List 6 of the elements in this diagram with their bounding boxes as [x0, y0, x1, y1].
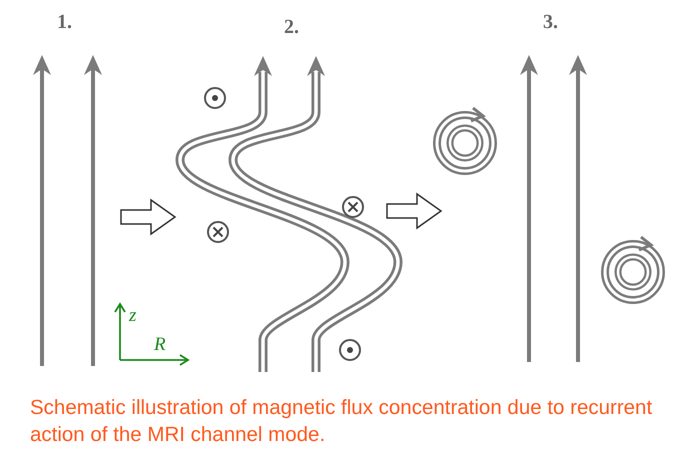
- axis-label: R: [154, 335, 166, 354]
- panel-number: 1.: [57, 12, 72, 32]
- panel-number: 2.: [284, 17, 299, 37]
- caption: Schematic illustration of magnetic flux concentration due to recurrent action of the MRI channel mode.: [30, 395, 654, 448]
- axis-label: z: [129, 306, 136, 325]
- panel-number: 3.: [543, 12, 558, 32]
